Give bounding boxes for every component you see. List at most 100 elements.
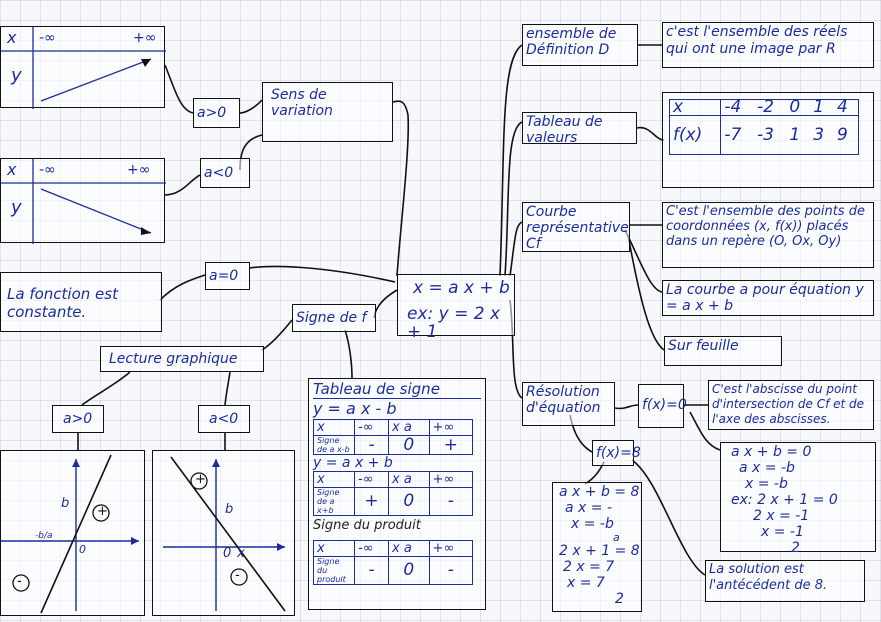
graph-neg-minus: - [235,568,240,583]
sign-a-pos: a>0 [63,411,93,427]
curve-equation: La courbe a pour équation y = a x + b [666,282,864,314]
variation-label-box: Sens de variation [262,82,393,142]
graph-a-pos: b -b/a 0 + - [0,450,145,616]
variation-table-increasing: x -∞ +∞ y [0,26,166,109]
values-fx-0: -7 [720,115,754,155]
st3-h0: x [313,540,355,557]
graph-a-neg: b 0 x + - [152,450,295,616]
st3-h2: x a [388,540,430,557]
dec-minus-inf: -∞ [39,162,56,178]
values-x-2: 0 [786,99,811,116]
dec-x-head: x [7,160,17,179]
st1-label: Signe de a x-b [313,435,355,455]
values-table-box: x -4 -2 0 1 4 f(x) -7 -3 1 3 9 [662,92,874,188]
sign-label: Signe de f [296,310,367,326]
variation-label: Sens de variation [271,87,333,119]
values-label-box: Tableau de valeurs [522,112,637,146]
sign-table-1: x -∞ x a +∞ Signe de a x-b - 0 + [313,419,474,455]
st2-h0: x [313,471,355,488]
domain-desc-box: c'est l'ensemble des réels qui ont une i… [662,22,874,68]
equation-label-box: Résolution d'équation [522,382,615,426]
graphic-reading-label: Lecture graphique [109,351,238,367]
values-label: Tableau de valeurs [526,114,603,146]
constant-label: La fonction est constante. [7,285,118,321]
fx8-box: f(x)=8 [592,440,641,466]
sign-label-box: Signe de f [292,304,376,332]
graph-pos-root: -b/a [35,531,53,541]
graphic-reading-box: Lecture graphique [100,346,264,372]
variation-a-neg-box: a<0 [200,158,250,188]
plus-circle-icon [92,504,110,522]
st2-h1: -∞ [353,471,390,488]
fx8-steps-box: a x + b = 8 a x = - x = -b a 2 x + 1 = 8… [552,482,642,612]
fx0-step-2: x = -b [745,476,788,492]
st2-h2: x a [388,471,430,488]
st1-c0: - [353,435,390,455]
st3-c1: 0 [388,556,430,585]
x-axis-arrow-icon [131,537,139,545]
fx8-step-5: 2 x = 7 [563,559,615,575]
fx0-steps-box: a x + b = 0 a x = -b x = -b ex: 2 x + 1 … [720,442,876,556]
curve-label-box: Courbe représentative Cf [522,202,630,252]
arrow-head-icon [141,227,151,235]
sheet-label: Sur feuille [668,338,739,354]
values-x-0: -4 [720,99,754,116]
constant-box: La fonction est constante. [0,272,162,332]
sign-a-neg: a<0 [209,411,239,427]
st2-c0: + [353,487,390,516]
st1-h0: x [313,419,355,436]
st2-c1: 0 [388,487,430,516]
values-fx-4: 9 [833,115,859,155]
inc-minus-inf: -∞ [39,30,56,46]
fx8-step-6: x = 7 [567,575,605,591]
values-fx-2: 1 [786,115,811,155]
curve-equation-box: La courbe a pour équation y = a x + b [662,280,874,316]
st1-c1: 0 [388,435,430,455]
st2-h3: +∞ [428,471,474,488]
st2-label: Signe de a x+b [313,487,355,516]
domain-desc: c'est l'ensemble des réels qui ont une i… [666,24,848,57]
st1-h3: +∞ [428,419,474,436]
sign-table-3: x -∞ x a +∞ Signe du produit - 0 - [313,540,474,585]
curve-label: Courbe représentative Cf [526,204,629,252]
line-increasing [40,454,112,614]
fx8-desc: La solution est l'antécédent de 8. [709,562,828,593]
st2-c2: - [428,487,474,516]
variation-a-pos: a>0 [197,105,227,121]
sign-table-block: Tableau de signe y = a x - b x -∞ x a +∞… [308,378,486,610]
fx8-step-3: a [613,531,620,544]
dec-plus-inf: +∞ [127,162,151,178]
sign-expr-1: y = a x - b [313,399,397,418]
curve-desc: C'est l'ensemble des points de coordonné… [666,204,865,249]
sign-a-pos-box: a>0 [52,405,104,433]
values-x-1: -2 [753,99,787,116]
variation-table-decreasing: x -∞ +∞ y [0,158,166,244]
st3-label: Signe du produit [313,556,355,585]
fx8-label: f(x)=8 [596,445,641,461]
values-x-4: 4 [833,99,859,116]
graph-pos-minus: - [17,574,22,589]
graph-neg-x: x [237,546,245,561]
st1-c2: + [428,435,474,455]
st1-h2: x a [388,419,430,436]
values-fx-head: f(x) [668,115,722,155]
inc-plus-inf: +∞ [133,30,157,46]
y-axis-arrow-icon [212,459,220,467]
fx0-step-4: 2 x = -1 [753,508,810,524]
dec-y-head: y [11,197,22,218]
curve-desc-box: C'est l'ensemble des points de coordonné… [662,202,874,268]
fx0-label: f(x)=0 [642,397,687,413]
st3-h1: -∞ [353,540,390,557]
values-x-3: 1 [810,99,834,116]
sign-table-title: Tableau de signe [313,381,481,399]
sign-product-title: Signe du produit [313,518,421,533]
st3-c0: - [353,556,390,585]
domain-label-box: ensemble de Définition D [522,24,638,66]
fx0-step-3: ex: 2 x + 1 = 0 [731,492,838,508]
fx8-step-2: x = -b [571,516,614,532]
values-table: x -4 -2 0 1 4 f(x) -7 -3 1 3 9 [668,99,859,155]
st3-h3: +∞ [428,540,474,557]
graph-pos-zero: 0 [79,543,86,556]
fx0-step-0: a x + b = 0 [731,444,812,460]
fx0-step-1: a x = -b [739,460,795,476]
